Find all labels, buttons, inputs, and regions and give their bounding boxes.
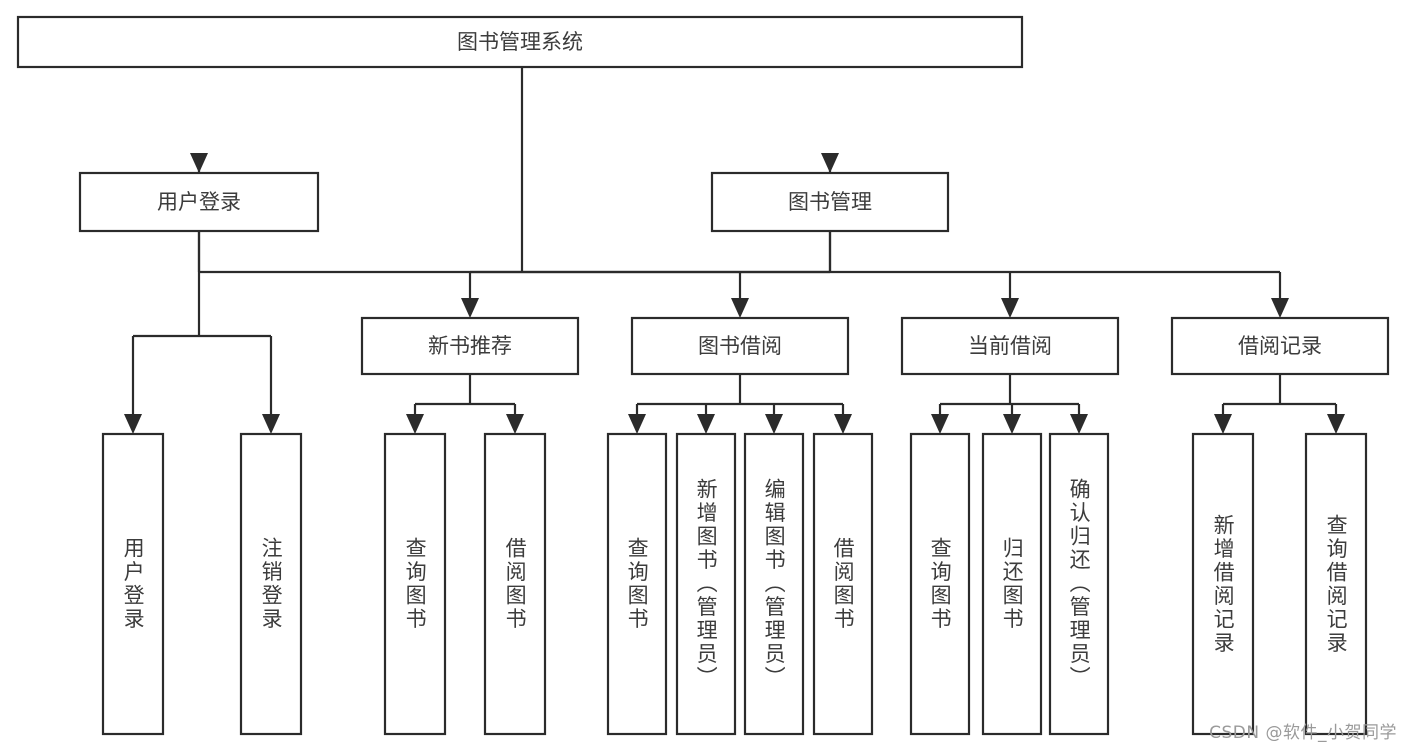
node-box-new-book-recommend[interactable]	[360, 316, 580, 376]
node-box-leaf-query-book-current[interactable]	[909, 432, 971, 736]
node-box-leaf-confirm-return[interactable]	[1048, 432, 1110, 736]
arrow-head-icon	[1214, 414, 1232, 434]
arrow-head-icon	[1001, 298, 1019, 318]
arrow-head-icon	[628, 414, 646, 434]
node-box-leaf-add-borrow-record[interactable]	[1191, 432, 1255, 736]
arrow-head-icon	[1003, 414, 1021, 434]
node-box-book-borrow[interactable]	[630, 316, 850, 376]
node-box-current-borrow[interactable]	[900, 316, 1120, 376]
node-box-book-management[interactable]	[710, 171, 950, 233]
arrow-head-icon	[765, 414, 783, 434]
arrow-head-icon	[190, 153, 208, 173]
node-box-leaf-query-book-recommend[interactable]	[383, 432, 447, 736]
connectors-layer	[124, 67, 1345, 434]
node-label-borrow-record: 借阅记录	[1238, 334, 1322, 358]
node-label-new-book-recommend: 新书推荐	[428, 334, 512, 358]
arrow-head-icon	[731, 298, 749, 318]
node-box-leaf-add-book[interactable]	[675, 432, 737, 736]
node-label-user-login: 用户登录	[157, 190, 241, 214]
arrow-head-icon	[821, 153, 839, 173]
arrow-head-icon	[697, 414, 715, 434]
node-box-user-login[interactable]	[78, 171, 320, 233]
arrow-head-icon	[124, 414, 142, 434]
node-label-book-borrow: 图书借阅	[698, 334, 782, 358]
node-box-leaf-borrow-book[interactable]	[812, 432, 874, 736]
node-box-leaf-query-book-borrow[interactable]	[606, 432, 668, 736]
node-box-leaf-query-borrow-record[interactable]	[1304, 432, 1368, 736]
node-box-borrow-record[interactable]	[1170, 316, 1390, 376]
node-label-root: 图书管理系统	[457, 30, 583, 54]
node-box-root[interactable]	[16, 15, 1024, 69]
csdn-watermark: CSDN @软件_小贺同学	[1209, 723, 1397, 743]
arrow-head-icon	[834, 414, 852, 434]
arrow-head-icon	[1271, 298, 1289, 318]
arrow-head-icon	[461, 298, 479, 318]
boxes-layer	[16, 15, 1390, 736]
node-box-leaf-borrow-book-recommend[interactable]	[483, 432, 547, 736]
arrow-head-icon	[931, 414, 949, 434]
arrow-head-icon	[406, 414, 424, 434]
node-box-leaf-logout[interactable]	[239, 432, 303, 736]
arrow-head-icon	[262, 414, 280, 434]
node-box-leaf-return-book[interactable]	[981, 432, 1043, 736]
arrow-head-icon	[1070, 414, 1088, 434]
arrow-head-icon	[1327, 414, 1345, 434]
node-label-current-borrow: 当前借阅	[968, 334, 1052, 358]
arrow-head-icon	[506, 414, 524, 434]
node-label-book-management: 图书管理	[788, 190, 872, 214]
node-box-leaf-edit-book[interactable]	[743, 432, 805, 736]
node-box-leaf-user-login[interactable]	[101, 432, 165, 736]
